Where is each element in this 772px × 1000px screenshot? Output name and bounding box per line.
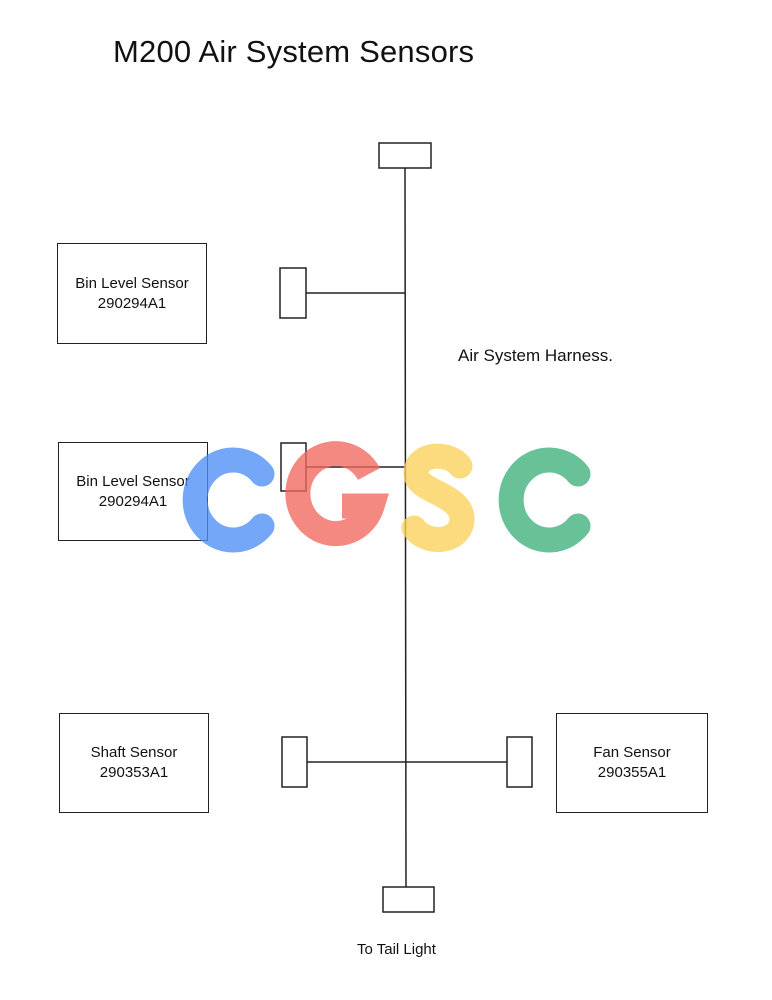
tail-light-label: To Tail Light: [357, 941, 436, 958]
sensor-name: Shaft Sensor: [90, 744, 178, 761]
sensor-part-number: 290294A1: [98, 492, 168, 510]
connector-shaft: [281, 736, 308, 788]
sensor-box-shaft: Shaft Sensor 290353A1: [59, 713, 209, 813]
sensor-name: Bin Level Sensor: [76, 472, 190, 490]
sensor-box-bin-level-1: Bin Level Sensor 290294A1: [57, 243, 207, 344]
sensor-box-bin-level-2: Bin Level Sensor 290294A1: [58, 442, 208, 541]
connector-fan: [506, 736, 533, 788]
bottom-connector: [382, 886, 435, 913]
connector-bin-level-1: [279, 267, 307, 319]
harness-trunk-line: [404, 167, 407, 888]
sensor-part-number: 290294A1: [97, 294, 167, 312]
connector-bin-level-2: [280, 442, 307, 492]
sensor-part-number: 290353A1: [99, 764, 169, 781]
top-connector: [378, 142, 432, 169]
sensor-part-number: 290355A1: [597, 764, 667, 781]
harness-label: Air System Harness.: [458, 346, 613, 365]
sensor-name: Fan Sensor: [593, 744, 671, 761]
page-title: M200 Air System Sensors: [113, 34, 475, 69]
sensor-box-fan: Fan Sensor 290355A1: [556, 713, 708, 813]
sensor-name: Bin Level Sensor: [75, 274, 189, 292]
